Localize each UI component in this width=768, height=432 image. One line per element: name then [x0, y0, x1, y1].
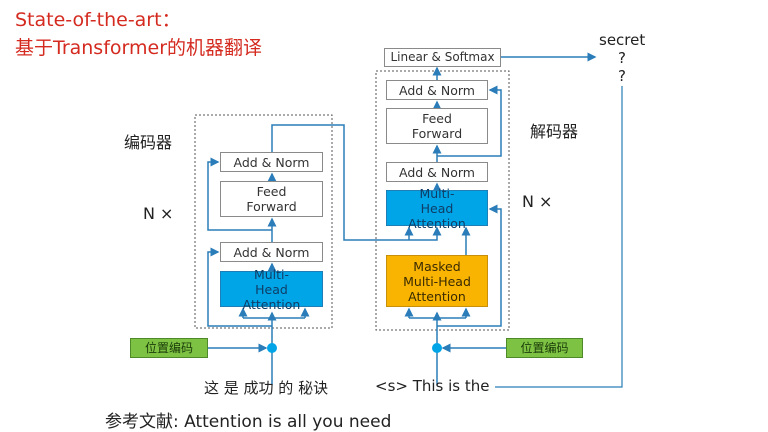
- linear-softmax: Linear & Softmax: [384, 48, 501, 67]
- decoder-masked-attention: Masked Multi-Head Attention: [386, 255, 488, 307]
- encoder-feed-forward: Feed Forward: [220, 181, 323, 217]
- slide-title-line1: State-of-the-art：: [15, 9, 181, 31]
- output-token-1: secret: [599, 31, 646, 49]
- connector-arrows: [207, 52, 623, 388]
- output-token-2: ?: [618, 49, 626, 67]
- encoder-repeat: N ×: [143, 204, 174, 223]
- decoder-add-norm-top: Add & Norm: [386, 80, 488, 100]
- decoder-label: 解码器: [530, 122, 579, 141]
- decoder-feed-forward: Feed Forward: [386, 108, 488, 144]
- encoder-multi-head-attention: Multi-Head Attention: [220, 267, 323, 312]
- encoder-add-norm-bottom: Add & Norm: [220, 242, 323, 262]
- decoder-add-norm-mid: Add & Norm: [386, 162, 488, 182]
- encoder-positional-encoding: 位置编码: [130, 338, 208, 358]
- decoder-sum-node: [432, 343, 442, 353]
- encoder-sum-node: [267, 343, 277, 353]
- encoder-input-text: 这 是 成功 的 秘诀: [204, 379, 329, 397]
- encoder-label: 编码器: [124, 133, 173, 152]
- output-token-3: ?: [618, 67, 626, 85]
- slide-title-line2: 基于Transformer的机器翻译: [15, 37, 263, 59]
- decoder-multi-head-attention: Multi-Head Attention: [386, 186, 488, 231]
- encoder-add-norm-top: Add & Norm: [220, 152, 323, 172]
- decoder-repeat: N ×: [522, 192, 553, 211]
- encoder-block-frame: [194, 114, 333, 329]
- reference-text: 参考文献: Attention is all you need: [105, 412, 392, 432]
- decoder-positional-encoding: 位置编码: [506, 338, 583, 358]
- decoder-input-text: <s> This is the: [375, 377, 490, 395]
